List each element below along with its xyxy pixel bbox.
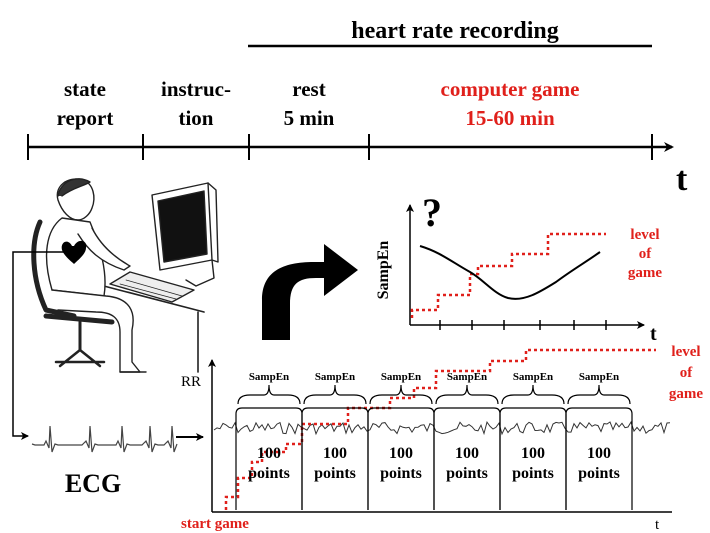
rr-window-box xyxy=(499,407,567,510)
rr-window-count: 100 xyxy=(389,445,413,462)
rr-windows: SampEn 100 points SampEn 100 points SampEn 100 p… xyxy=(235,371,633,510)
rr-level-line xyxy=(224,348,656,510)
hypothesis-level-label-1: level xyxy=(630,227,659,243)
phase-label-line1: state xyxy=(64,77,106,101)
rr-level-label-1: level xyxy=(671,344,700,360)
rr-window: SampEn 100 points xyxy=(433,371,501,510)
hypothesis-y-label: SampEn xyxy=(375,241,392,300)
rr-window-sampen-label: SampEn xyxy=(249,371,289,383)
recording-label: heart rate recording xyxy=(351,18,558,44)
rr-window-brace xyxy=(501,384,565,405)
rr-window: SampEn 100 points xyxy=(367,371,435,510)
rr-window-unit: points xyxy=(248,465,290,482)
phase-label-line2: tion xyxy=(178,106,213,130)
hypothesis-chart: ? SampEn t level of game xyxy=(375,190,662,345)
start-game-label: start game xyxy=(181,516,249,532)
rr-level-label-3: game xyxy=(669,386,703,402)
rr-window: SampEn 100 points xyxy=(235,371,303,510)
hypothesis-level-label-3: game xyxy=(628,265,662,281)
rr-window-box xyxy=(301,407,369,510)
heart-icon xyxy=(61,240,87,264)
phase-label-line2: report xyxy=(57,106,114,130)
rr-window-unit: points xyxy=(446,465,488,482)
rr-window-count: 100 xyxy=(455,445,479,462)
rr-window-count: 100 xyxy=(521,445,545,462)
rr-y-label: RR xyxy=(181,374,201,390)
phase-label-line1: computer game xyxy=(441,77,580,101)
ecg-trace xyxy=(31,425,178,453)
rr-window-count: 100 xyxy=(257,445,281,462)
hypothesis-level-label-2: of xyxy=(639,246,653,262)
rr-window-brace xyxy=(567,384,631,405)
rr-window-brace xyxy=(369,384,433,405)
curved-arrow-icon xyxy=(262,244,358,340)
rr-window-sampen-label: SampEn xyxy=(381,371,421,383)
rr-window-unit: points xyxy=(512,465,554,482)
rr-window-count: 100 xyxy=(323,445,347,462)
rr-window-unit: points xyxy=(578,465,620,482)
phase-labels: state report instruc-tion rest 5 min computer… xyxy=(57,77,580,130)
hypothesis-x-label: t xyxy=(650,323,657,345)
rr-window-count: 100 xyxy=(587,445,611,462)
rr-window-sampen-label: SampEn xyxy=(513,371,553,383)
rr-panel: RR t SampEn100pointsSampEn100pointsSampE… xyxy=(181,344,703,533)
ecg-label: ECG xyxy=(65,469,121,498)
question-mark: ? xyxy=(422,190,442,235)
rr-window: SampEn 100 points xyxy=(565,371,633,510)
rr-window-box xyxy=(235,407,303,510)
hypothesis-ticks xyxy=(439,320,607,330)
rr-window-sampen-label: SampEn xyxy=(315,371,355,383)
rr-window-box xyxy=(367,407,435,510)
timeline-axis-label: t xyxy=(676,161,688,198)
person-at-computer-icon xyxy=(31,178,219,373)
rr-window: SampEn 100 points xyxy=(499,371,567,510)
rr-window-brace xyxy=(237,384,301,405)
rr-window-box xyxy=(565,407,633,510)
rr-window-sampen-label: SampEn xyxy=(447,371,487,383)
rr-window-unit: points xyxy=(314,465,356,482)
hypothesis-level-line xyxy=(410,232,606,318)
rr-window: SampEn 100 points xyxy=(301,371,369,510)
rr-x-label: t xyxy=(655,517,660,533)
rr-window-brace xyxy=(435,384,499,405)
phase-label-line1: rest xyxy=(292,77,325,101)
rr-window-brace xyxy=(303,384,367,405)
phase-label-line2: 5 min xyxy=(284,106,335,130)
rr-window-sampen-label: SampEn xyxy=(579,371,619,383)
rr-window-box xyxy=(433,407,501,510)
rr-window-unit: points xyxy=(380,465,422,482)
rr-trace xyxy=(213,420,671,436)
recording-header: heart rate recording xyxy=(248,18,652,48)
hypothesis-sampen-curve xyxy=(419,245,601,300)
timeline: t state report instruc-tion rest 5 min comput… xyxy=(27,77,688,198)
rr-level-label-2: of xyxy=(680,365,694,381)
phase-label-line1: instruc- xyxy=(161,77,231,101)
phase-label-line2: 15-60 min xyxy=(465,106,555,130)
heart-to-ecg-connector xyxy=(12,251,65,440)
